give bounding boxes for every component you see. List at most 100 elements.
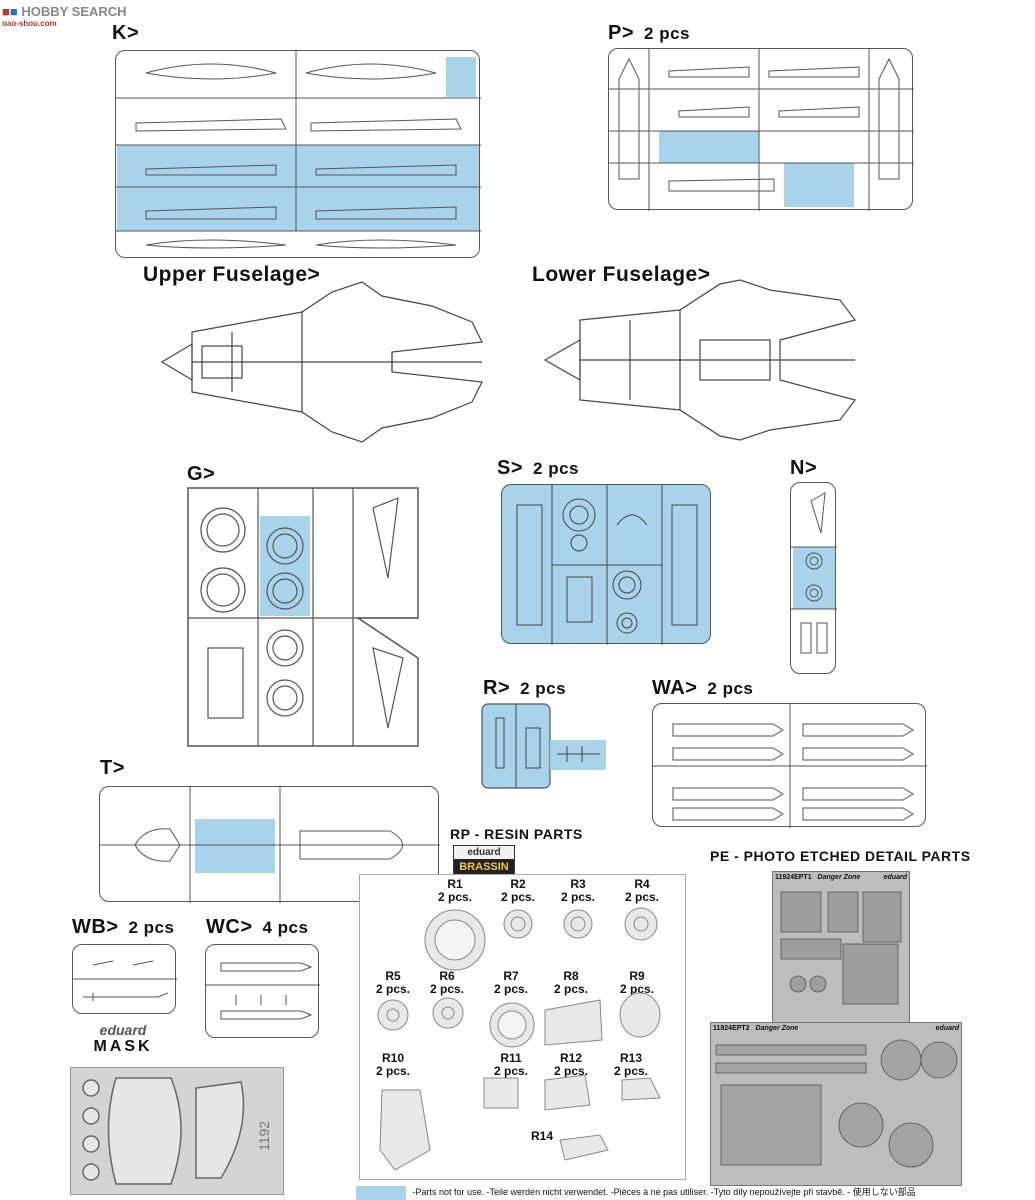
mask-brand: eduard xyxy=(99,1022,147,1038)
mask-logo: eduard MASK xyxy=(68,1022,178,1060)
resin-part-qty: 2 pcs. xyxy=(560,890,596,904)
resin-part-id: R9 xyxy=(629,969,645,983)
sprue-k-drawing xyxy=(116,51,481,249)
sprue-wc-label: WC>4 pcs xyxy=(206,916,309,938)
resin-part-id: R5 xyxy=(385,969,401,983)
sprue-k-label: K> xyxy=(112,22,140,44)
pe-fret-1: 11924EPT1 Danger Zone eduard xyxy=(772,871,910,1023)
resin-part-id: R3 xyxy=(570,877,586,891)
sprue-wb xyxy=(72,944,177,1014)
sprue-t-drawing xyxy=(100,787,440,903)
pe-fret-1-header: 11924EPT1 Danger Zone eduard xyxy=(773,872,909,883)
brassin-logo: eduard BRASSIN xyxy=(453,845,515,877)
pe-fret-2-brand: eduard xyxy=(935,1025,959,1032)
sprue-n xyxy=(790,482,837,674)
mask-number: 1192 xyxy=(256,1120,273,1152)
sprue-r-qty: 2 pcs xyxy=(520,679,567,698)
sprue-s xyxy=(501,484,711,645)
resin-part-r14-label: R14 xyxy=(517,1130,567,1143)
watermark-sub: oao-shou.com xyxy=(2,19,57,28)
resin-part-id: R6 xyxy=(439,969,455,983)
resin-part-id: R1 xyxy=(447,877,463,891)
sprue-wa-qty: 2 pcs xyxy=(707,679,754,698)
resin-part-qty: 2 pcs. xyxy=(500,890,536,904)
sprue-r-drawing xyxy=(481,703,606,789)
pe-title: PE - PHOTO ETCHED DETAIL PARTS xyxy=(710,848,971,864)
sprue-s-drawing xyxy=(516,485,698,645)
sprue-r xyxy=(481,703,607,789)
resin-title: RP - RESIN PARTS xyxy=(450,826,583,842)
legend-text: -Parts not for use. -Teile werden nicht … xyxy=(412,1187,916,1197)
pe-fret-2-drawing xyxy=(715,1039,958,1168)
resin-part-id: R4 xyxy=(634,877,650,891)
sprue-g-drawing xyxy=(187,487,419,747)
sprue-p xyxy=(608,48,914,211)
sprue-n-drawing xyxy=(791,492,837,654)
pe-fret-2-code: 11924EPT2 xyxy=(713,1025,750,1032)
sprue-s-label: S>2 pcs xyxy=(497,457,580,479)
sprue-k xyxy=(115,50,481,258)
sprue-p-qty: 2 pcs xyxy=(644,24,691,43)
resin-part-qty: 2 pcs. xyxy=(375,982,411,996)
resin-part-qty: 2 pcs. xyxy=(624,890,660,904)
sprue-wc-qty: 4 pcs xyxy=(262,918,309,937)
resin-part-qty: 2 pcs. xyxy=(619,982,655,996)
resin-part-id: R14 xyxy=(530,1129,553,1143)
resin-part-id: R7 xyxy=(503,969,519,983)
sprue-wc-drawing xyxy=(206,962,320,1020)
resin-part-qty: 2 pcs. xyxy=(613,1064,649,1078)
pe-fret-1-code: 11924EPT1 xyxy=(775,874,812,881)
resin-part-id: R13 xyxy=(619,1051,642,1065)
pe-fret-1-name: Danger Zone xyxy=(817,874,861,881)
sprue-wa xyxy=(652,703,927,828)
legend-swatch xyxy=(356,1185,406,1200)
sprue-wb-label: WB>2 pcs xyxy=(72,916,175,938)
resin-part-qty: 2 pcs. xyxy=(553,1064,589,1078)
resin-part-qty: 2 pcs. xyxy=(553,982,589,996)
sprue-wa-drawing xyxy=(653,704,927,828)
sprue-s-qty: 2 pcs xyxy=(533,459,580,478)
pe-fret-2-name: Danger Zone xyxy=(755,1025,799,1032)
resin-part-id: R10 xyxy=(381,1051,404,1065)
watermark-text: HOBBY SEARCH xyxy=(21,4,127,19)
upper-fuselage-label: Upper Fuselage> xyxy=(143,263,321,286)
resin-part-qty: 2 pcs. xyxy=(429,982,465,996)
resin-part-id: R11 xyxy=(500,1051,522,1065)
sprue-wb-qty: 2 pcs xyxy=(128,918,175,937)
sprue-r-label: R>2 pcs xyxy=(483,677,567,699)
sprue-n-label: N> xyxy=(790,457,818,479)
resin-part-qty: 2 pcs. xyxy=(375,1064,411,1078)
mask-sheet: 1192 xyxy=(70,1067,284,1195)
resin-part-qty: 2 pcs. xyxy=(493,982,529,996)
sprue-p-label: P>2 pcs xyxy=(608,22,691,44)
resin-part-qty: 2 pcs. xyxy=(493,1064,529,1078)
pe-fret-1-drawing xyxy=(780,891,902,1005)
sprue-p-drawing xyxy=(609,49,914,211)
sprue-wb-drawing xyxy=(73,960,177,1001)
upper-fuselage-drawing xyxy=(152,281,502,443)
pe-fret-2-header: 11924EPT2 Danger Zone eduard xyxy=(711,1023,961,1034)
mask-sheet-drawing xyxy=(82,1077,245,1185)
resin-part-id: R8 xyxy=(563,969,579,983)
lower-fuselage-label: Lower Fuselage> xyxy=(532,263,711,286)
mask-word: MASK xyxy=(93,1038,153,1055)
sprue-g-label: G> xyxy=(187,463,216,485)
resin-part-qty: 2 pcs. xyxy=(437,890,473,904)
sprue-t xyxy=(99,786,440,903)
sprue-wa-label: WA>2 pcs xyxy=(652,677,754,699)
resin-part-id: R2 xyxy=(510,877,526,891)
resin-part-id: R12 xyxy=(559,1051,582,1065)
